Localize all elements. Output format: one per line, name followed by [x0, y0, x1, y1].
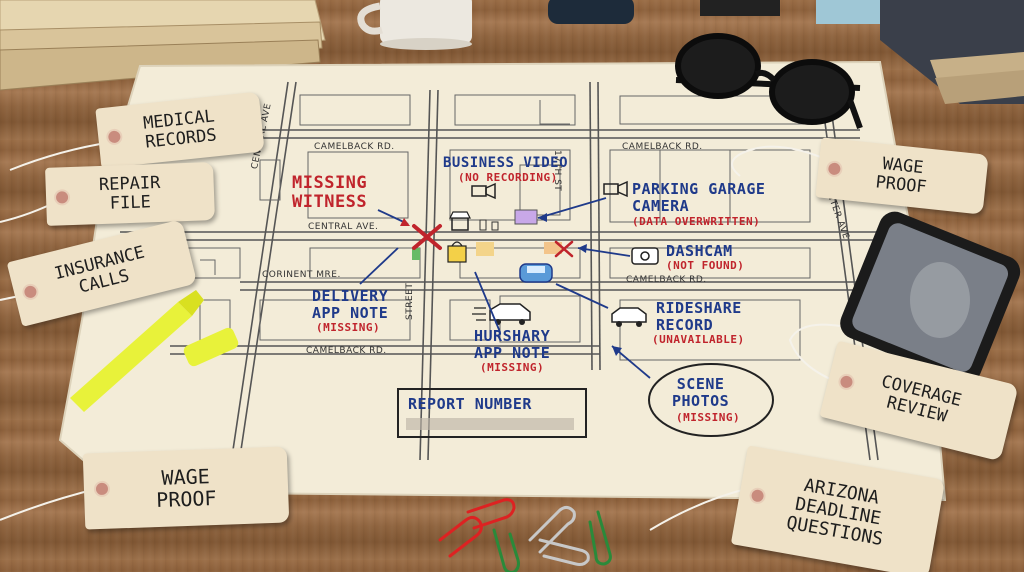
pen-cup	[548, 0, 634, 24]
arrow-heads	[400, 213, 622, 356]
street-label: CAMELBACK RD.	[314, 142, 395, 152]
tag-coverage-review-label: COVERAGE REVIEW	[879, 371, 964, 427]
report-number-label: REPORT NUMBER	[408, 395, 532, 413]
street-label: CAMELBACK RD.	[306, 346, 387, 356]
store-icon	[449, 211, 471, 231]
rideshare-record-status: (UNAVAILABLE)	[652, 333, 745, 346]
folder-stack	[0, 0, 326, 91]
tag-wage-proof-bottom-label: WAGE PROOF	[155, 464, 217, 513]
lot-marker	[476, 242, 494, 256]
delivery-note-title: DELIVERY APP NOTE	[312, 287, 389, 322]
red-x-mark	[554, 240, 574, 258]
delivery-car-icon	[472, 303, 531, 325]
business-video-title: BUSINESS VIDEO	[443, 155, 569, 171]
crosswalk-marker	[412, 248, 420, 260]
scene-photos-circle	[648, 363, 774, 437]
street-label: STREET	[405, 282, 415, 320]
tag-wage-proof-bottom: WAGE PROOF	[82, 446, 290, 530]
dashcam-icon	[631, 247, 659, 265]
rideshare-record-title: RIDESHARE RECORD	[656, 299, 742, 334]
tag-insurance-calls-label: INSURANCE CALLS	[52, 242, 147, 298]
missing-witness-label: MISSING WITNESS	[292, 173, 368, 212]
smartphone	[840, 211, 1021, 384]
notebook	[816, 0, 1024, 104]
tag-arizona-deadline-label: ARIZONA DEADLINE QUESTIONS	[784, 475, 885, 550]
tag-repair-file-label: REPAIR FILE	[98, 173, 161, 214]
parking-camera-icon	[603, 180, 628, 198]
dashcam-title: DASHCAM	[666, 242, 733, 260]
dark-box	[700, 0, 780, 16]
street-label: CENTRAL AVE.	[308, 222, 379, 232]
tag-medical-records-label: MEDICAL RECORDS	[142, 106, 218, 153]
sunglasses	[675, 33, 863, 130]
scene-photos-title: SCENE PHOTOS	[672, 375, 730, 410]
scene-photos-status: (MISSING)	[676, 411, 741, 424]
street-label: CORINENT MRE.	[262, 270, 341, 280]
coffee-mug	[357, 0, 472, 50]
rideshare-car-icon	[611, 307, 647, 327]
shopping-bag-icon	[447, 241, 467, 263]
video-camera-icon	[471, 182, 496, 200]
tag-repair-file: REPAIR FILE	[45, 162, 215, 226]
blue-car-icon	[519, 263, 553, 283]
hurshary-note-title: HURSHARY APP NOTE	[474, 327, 551, 362]
bin-icon	[491, 221, 499, 231]
street-label: CAMELBACK RD.	[626, 275, 707, 285]
hurshary-note-status: (MISSING)	[480, 361, 545, 374]
dashcam-status: (NOT FOUND)	[666, 259, 745, 272]
paper-clips	[438, 498, 612, 572]
delivery-note-status: (MISSING)	[316, 321, 381, 334]
parking-garage-title: PARKING GARAGE CAMERA	[632, 180, 766, 215]
tag-wage-proof-top-label: WAGE PROOF	[874, 154, 928, 198]
parking-garage-status: (DATA OVERWRITTEN)	[632, 215, 761, 228]
bin-icon	[479, 219, 487, 231]
report-number-blurred	[406, 418, 574, 430]
report-number-box	[397, 388, 587, 438]
lot-marker	[544, 242, 562, 254]
red-x-mark	[412, 224, 442, 250]
business-video-status: (NO RECORDING)	[458, 171, 558, 184]
yellow-highlighter	[70, 290, 239, 412]
garage-marker	[514, 209, 538, 225]
street-label: CAMELBACK RD.	[622, 142, 703, 152]
